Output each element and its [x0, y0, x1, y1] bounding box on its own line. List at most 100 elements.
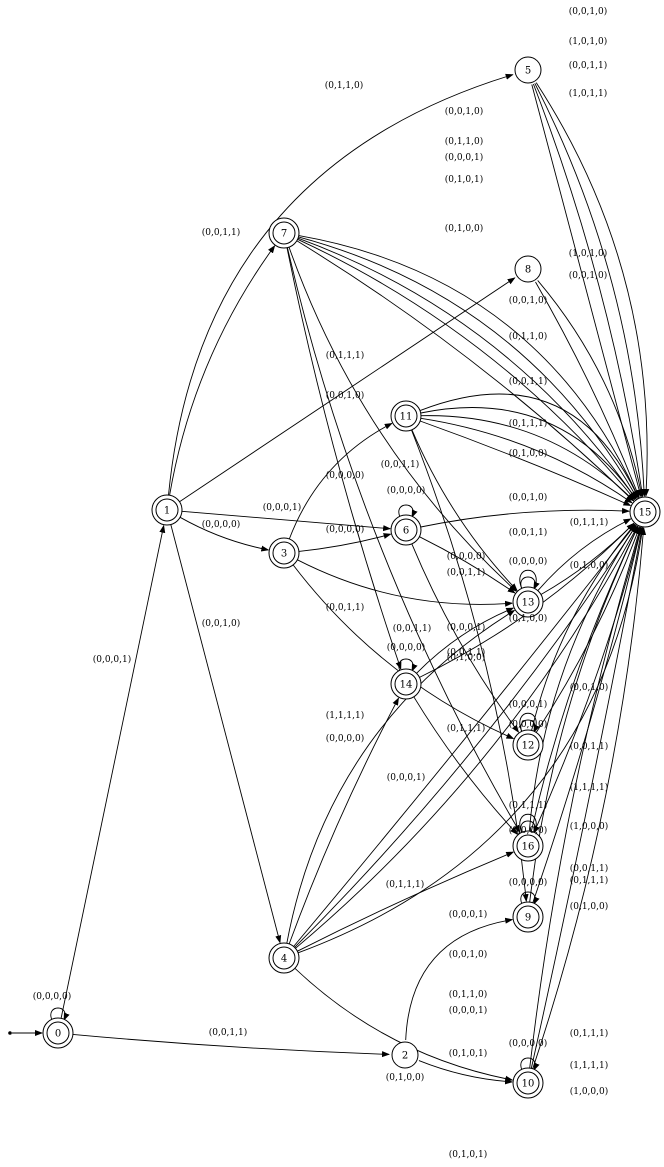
state-label-9: 9 — [525, 913, 531, 924]
state-label-14: 14 — [400, 680, 413, 691]
accepting-ring-15 — [633, 500, 657, 524]
transition-edge-5-to-15 — [534, 83, 647, 497]
transition-label-13-to-13: (0,0,0,0) — [509, 556, 548, 567]
transition-edge-14-to-13 — [416, 607, 515, 674]
transition-label-7-to-15: (0,1,0,1) — [445, 174, 484, 185]
transition-edge-8-to-15 — [537, 280, 644, 498]
state-node-7: 7 — [268, 217, 300, 249]
transition-edge-10-to-15 — [529, 526, 642, 1069]
transition-label-1-to-5: (0,1,1,0) — [325, 80, 364, 91]
accepting-ring-16 — [516, 834, 540, 858]
state-label-4: 4 — [281, 954, 287, 965]
transition-label-12-to-12: (0,0,0,0) — [509, 719, 548, 730]
transition-edge-13-to-13 — [519, 569, 540, 590]
transition-edge-5-to-15 — [535, 82, 650, 497]
transition-edge-4-to-15 — [294, 524, 637, 948]
state-label-13: 13 — [522, 598, 535, 609]
transition-label-16-to-15: (0,0,1,1) — [570, 863, 609, 874]
accepting-ring-6 — [394, 518, 418, 542]
transition-edge-1-to-7 — [169, 245, 276, 496]
state-node-2: 2 — [391, 1041, 419, 1069]
state-label-8: 8 — [525, 265, 531, 276]
state-node-15: 15 — [629, 496, 661, 528]
transition-label-16-to-15: (1,0,0,0) — [570, 821, 609, 832]
transition-label-4-to-15: (0,1,1,0) — [449, 989, 488, 1000]
transition-label-10-to-15: (0,1,1,1) — [570, 1028, 609, 1039]
transition-edge-7-to-13 — [288, 246, 517, 592]
state-label-3: 3 — [281, 549, 287, 560]
state-label-7: 7 — [281, 229, 287, 240]
transition-label-0-to-0: (0,0,0,0) — [33, 991, 72, 1002]
state-circle-8 — [514, 255, 542, 283]
transition-edge-7-to-15 — [297, 238, 636, 501]
transition-edge-12-to-12 — [519, 712, 540, 733]
transition-label-4-to-14: (0,0,0,0) — [326, 733, 365, 744]
state-node-0: 0 — [42, 1017, 74, 1049]
transition-label-4-to-15: (0,0,0,1) — [449, 1005, 488, 1016]
transition-label-7-to-15: (0,1,1,0) — [445, 136, 484, 147]
transition-edge-14-to-14 — [398, 658, 418, 672]
accepting-ring-3 — [272, 541, 296, 565]
transition-label-6-to-6: (0,0,0,0) — [387, 485, 426, 496]
transition-label-14-to-16: (0,1,1,1) — [447, 723, 486, 734]
transition-edge-4-to-16 — [297, 851, 515, 952]
transition-label-0-to-1: (0,0,0,1) — [93, 654, 132, 665]
transition-label-6-to-12: (0,0,0,1) — [447, 622, 486, 633]
transition-edge-11-to-13 — [411, 429, 518, 592]
transition-label-7-to-16: (1,1,1,1) — [326, 710, 365, 721]
state-node-9: 9 — [512, 901, 544, 933]
transition-edge-10-to-10 — [520, 1057, 540, 1071]
state-label-2: 2 — [402, 1051, 408, 1062]
transition-label-12-to-15: (0,0,1,0) — [570, 682, 609, 693]
accepting-ring-12 — [516, 733, 540, 757]
transition-edge-3-to-12 — [292, 564, 515, 740]
transition-label-10-to-15: (1,1,1,1) — [570, 1060, 609, 1071]
transition-label-11-to-15: (0,1,1,1) — [509, 418, 548, 429]
transition-label-1-to-8: (0,1,1,1) — [326, 350, 365, 361]
transition-edge-6-to-15 — [420, 507, 630, 528]
transition-edge-16-to-15 — [528, 524, 637, 832]
transition-label-14-to-13: (0,0,1,1) — [447, 647, 486, 658]
transition-edge-14-to-16 — [413, 696, 518, 835]
state-label-0: 0 — [55, 1029, 61, 1040]
transition-label-16-to-16: (0,1,1,1) — [509, 800, 548, 811]
accepting-ring-4 — [272, 946, 296, 970]
transition-edge-2-to-9 — [405, 917, 514, 1041]
transition-label-16-to-15: (1,1,1,1) — [570, 782, 609, 793]
state-label-1: 1 — [164, 506, 170, 517]
state-node-5: 5 — [514, 56, 542, 84]
transition-edge-8-to-15 — [535, 281, 640, 499]
accepting-ring-11 — [394, 404, 418, 428]
transition-edge-9-to-15 — [532, 526, 643, 903]
transition-label-12-to-12: (0,0,0,1) — [509, 699, 548, 710]
transition-label-4-to-15: (0,0,1,0) — [449, 949, 488, 960]
transition-edge-11-to-15 — [420, 417, 633, 504]
transition-edge-7-to-15 — [297, 237, 637, 500]
transition-edge-1-to-4 — [170, 524, 282, 944]
transition-label-11-to-15: (0,1,1,0) — [509, 331, 548, 342]
transition-edge-16-to-15 — [533, 526, 643, 833]
transition-label-14-to-14: (0,0,0,0) — [387, 642, 426, 653]
transition-label-10-to-10: (0,0,0,0) — [509, 1038, 548, 1049]
transition-edge-9-to-9 — [520, 891, 540, 905]
accepting-ring-14 — [394, 672, 418, 696]
transition-label-4-to-16: (0,1,1,1) — [386, 879, 425, 890]
transition-label-4-to-13: (0,0,1,1) — [393, 623, 432, 634]
transition-edge-2-to-10 — [418, 1060, 513, 1085]
transition-label-14-to-15: (0,1,0,0) — [447, 652, 486, 663]
transition-label-12-to-15: (0,0,1,1) — [570, 741, 609, 752]
transition-label-13-to-15: (0,1,0,0) — [570, 560, 609, 571]
transition-edge-0-to-1 — [60, 524, 166, 1019]
transition-edge-4-to-15 — [295, 525, 638, 949]
transition-label-11-to-15: (0,0,1,0) — [509, 295, 548, 306]
transition-label-0-to-2: (0,0,1,1) — [209, 1027, 248, 1038]
transition-label-3-to-12: (0,0,0,1) — [387, 772, 426, 783]
accepting-ring-9 — [516, 905, 540, 929]
transition-edge-11-to-15 — [420, 407, 637, 500]
state-node-6: 6 — [390, 514, 422, 546]
transition-label-3-to-13: (0,0,1,1) — [326, 602, 365, 613]
transition-label-6-to-15: (0,0,1,0) — [509, 492, 548, 503]
state-node-3: 3 — [268, 537, 300, 569]
transition-edge-6-to-6 — [398, 504, 418, 518]
